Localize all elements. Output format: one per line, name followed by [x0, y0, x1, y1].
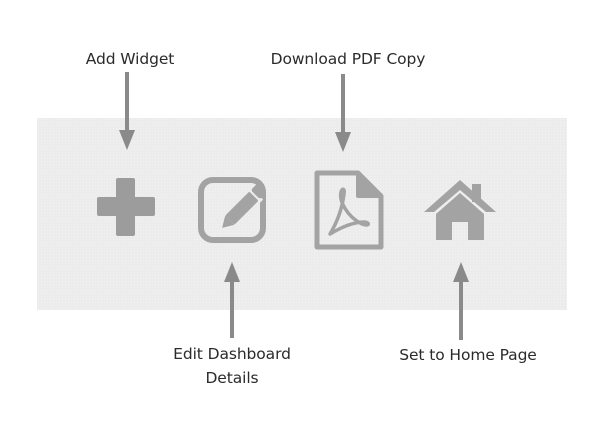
add-widget-button[interactable]: [94, 175, 160, 241]
download-pdf-label: Download PDF Copy: [270, 50, 426, 68]
home-icon: [424, 180, 496, 240]
edit-icon: [198, 177, 266, 243]
set-home-page-button[interactable]: [422, 178, 498, 242]
edit-dashboard-button[interactable]: [196, 170, 282, 246]
plus-icon: [97, 178, 155, 236]
set-home-arrow: [453, 262, 469, 340]
set-home-label: Set to Home Page: [399, 346, 537, 364]
pdf-document-icon: [314, 170, 384, 250]
add-widget-label: Add Widget: [85, 50, 175, 68]
download-pdf-button[interactable]: [312, 170, 384, 250]
download-pdf-arrow: [335, 74, 351, 152]
add-widget-arrow: [119, 72, 135, 150]
edit-dashboard-arrow: [224, 262, 240, 338]
edit-dashboard-label-line1: Edit Dashboard: [173, 345, 291, 363]
edit-dashboard-label-line2: Details: [205, 369, 259, 387]
